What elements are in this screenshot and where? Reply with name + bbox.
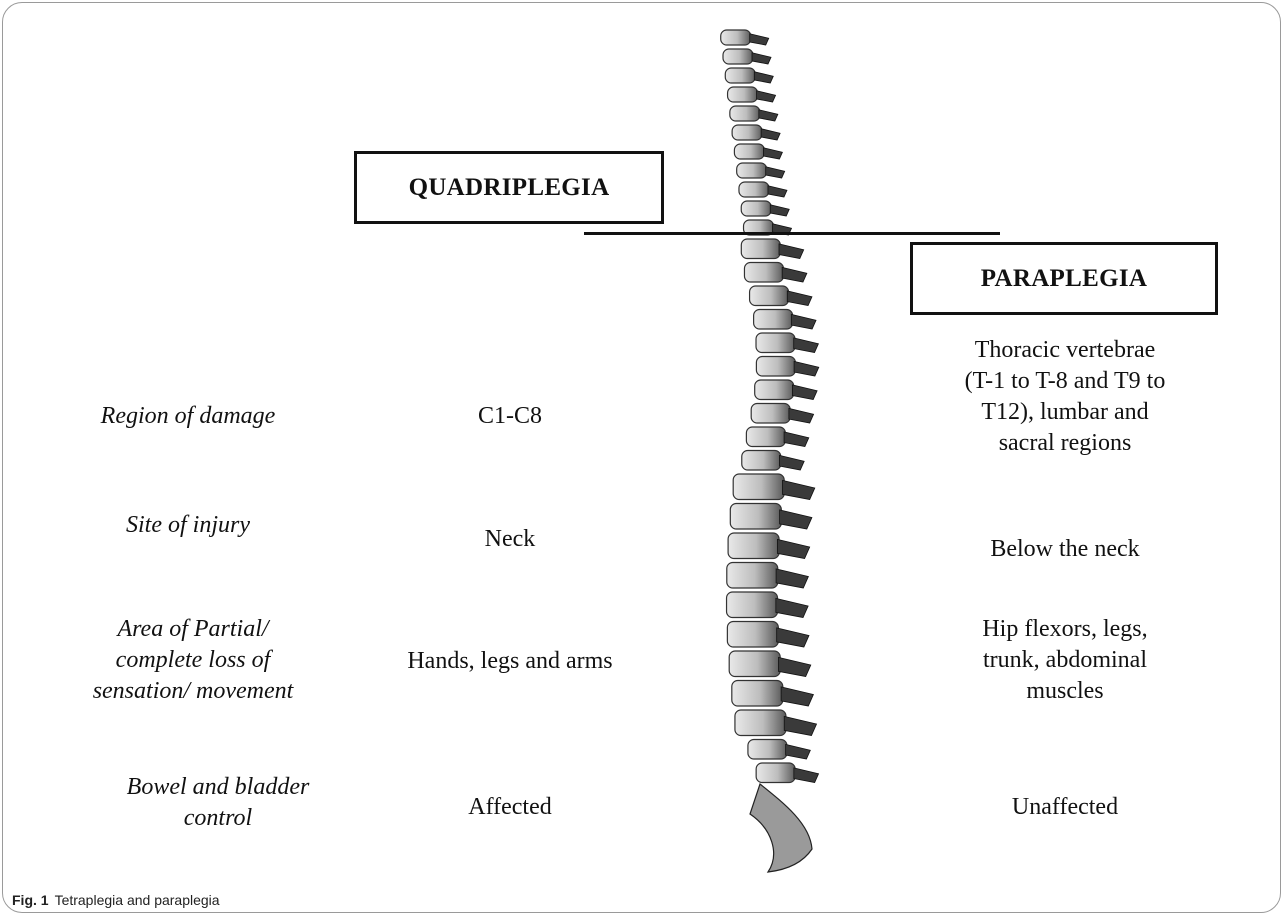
vertebra-body: [725, 68, 755, 83]
spinous-process: [780, 510, 812, 529]
paraplegia-region: Thoracic vertebrae (T-1 to T-8 and T9 to…: [905, 335, 1225, 459]
vertebra-body: [755, 380, 794, 400]
spinous-process: [789, 408, 814, 423]
vertebra-body: [737, 163, 767, 178]
spinous-process: [759, 110, 778, 121]
quadriplegia-header-text: QUADRIPLEGIA: [409, 174, 610, 202]
quadriplegia-region: C1-C8: [370, 401, 650, 432]
paraplegia-header: PARAPLEGIA: [910, 242, 1218, 315]
vertebra-body: [730, 106, 760, 121]
vertebra-body: [754, 310, 793, 330]
vertebra-body: [744, 263, 783, 283]
vertebra-body: [741, 201, 771, 216]
vertebra-body: [728, 87, 758, 102]
spinous-process: [766, 167, 785, 178]
spinous-process: [792, 385, 817, 400]
figure-caption: Fig. 1 Tetraplegia and paraplegia: [12, 892, 220, 908]
spinous-process: [750, 34, 769, 45]
paraplegia-site: Below the neck: [905, 534, 1225, 565]
spinous-process: [768, 186, 787, 197]
quadriplegia-area: Hands, legs and arms: [370, 646, 650, 677]
vertebra-body: [721, 30, 751, 45]
spinous-process: [794, 338, 819, 353]
spinous-process: [757, 91, 776, 102]
vertebra-body: [739, 182, 769, 197]
vertebra-body: [748, 740, 787, 760]
spinous-process: [754, 72, 773, 83]
vertebra-body: [733, 474, 784, 500]
vertebra-body: [742, 451, 781, 471]
vertebra-body: [734, 144, 764, 159]
spinous-process: [782, 267, 807, 282]
vertebra-body: [746, 427, 785, 447]
paraplegia-area: Hip flexors, legs, trunk, abdominal musc…: [905, 614, 1225, 707]
vertebra-body: [735, 710, 786, 736]
spinous-process: [778, 657, 810, 676]
vertebra-body: [756, 357, 795, 377]
paraplegia-bowel: Unaffected: [905, 792, 1225, 823]
spinous-process: [787, 291, 812, 306]
cervical-divider-line: [584, 232, 1000, 235]
vertebra-body: [729, 651, 780, 677]
spinous-process: [781, 687, 813, 706]
spinous-process: [752, 53, 771, 64]
spinous-process: [784, 716, 816, 735]
spinous-process: [761, 129, 780, 140]
row-label-region: Region of damage: [58, 401, 318, 432]
sacrum-coccyx: [750, 784, 812, 872]
vertebra-body: [723, 49, 753, 64]
quadriplegia-bowel: Affected: [370, 792, 650, 823]
spinous-process: [776, 569, 808, 588]
spinous-process: [777, 628, 809, 647]
paraplegia-header-text: PARAPLEGIA: [981, 265, 1147, 293]
vertebra-body: [727, 622, 778, 648]
row-label-bowel: Bowel and bladder control: [88, 772, 348, 834]
vertebra-body: [750, 286, 789, 306]
quadriplegia-site: Neck: [370, 524, 650, 555]
spinous-process: [779, 244, 804, 259]
spinous-process: [786, 744, 811, 759]
caption-fig-number: Fig. 1: [12, 892, 49, 908]
vertebra-body: [730, 504, 781, 530]
spinous-process: [779, 455, 804, 470]
spinous-process: [784, 432, 809, 447]
spinous-process: [782, 480, 814, 499]
quadriplegia-header: QUADRIPLEGIA: [354, 151, 664, 224]
caption-text: Tetraplegia and paraplegia: [55, 892, 220, 908]
spinous-process: [794, 361, 819, 376]
vertebra-body: [741, 239, 780, 259]
vertebra-body: [756, 333, 795, 353]
vertebra-body: [732, 681, 783, 707]
vertebra-body: [727, 592, 778, 618]
vertebra-body: [751, 404, 790, 424]
spine-illustration: [690, 24, 910, 884]
vertebra-body: [732, 125, 762, 140]
vertebra-body: [727, 563, 778, 589]
spinous-process: [770, 205, 789, 216]
spinous-process: [776, 598, 808, 617]
spinous-process: [777, 539, 809, 558]
row-label-site: Site of injury: [58, 510, 318, 541]
vertebra-body: [728, 533, 779, 559]
spinous-process: [794, 768, 819, 783]
vertebra-body: [756, 763, 795, 783]
row-label-area: Area of Partial/ complete loss of sensat…: [48, 614, 338, 707]
spinous-process: [763, 148, 782, 159]
spinous-process: [791, 314, 816, 329]
